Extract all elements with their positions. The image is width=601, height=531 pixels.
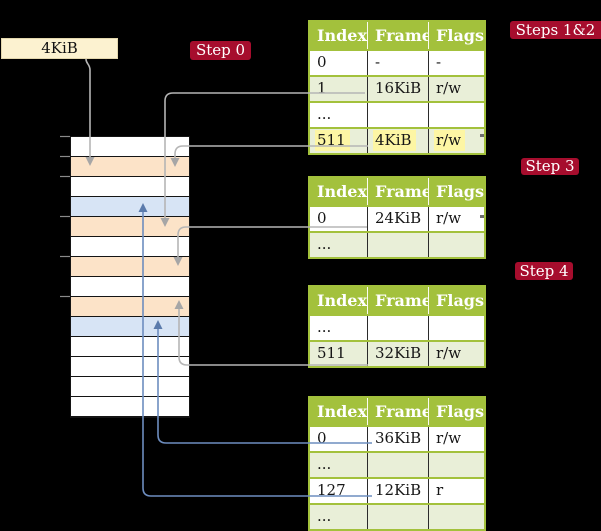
cell-flags: r/w	[436, 344, 462, 362]
cell-frame	[368, 453, 429, 477]
table-body: 0 - - 1 16KiB r/w ... 511 4KiB r/w	[310, 49, 484, 153]
memory-row	[71, 377, 189, 397]
cell-frame	[368, 103, 429, 127]
cell-frame	[368, 505, 429, 529]
column-header-flags: Flags	[436, 291, 484, 310]
column-header-frame: Frame	[368, 398, 429, 425]
column-header-frame: Frame	[368, 178, 429, 205]
badge-step-0: Step 0	[190, 41, 251, 60]
cell-frame: 12KiB	[368, 479, 429, 503]
cell-index: 511	[310, 129, 368, 153]
cell-flags	[429, 453, 484, 477]
column-header-flags: Flags	[436, 182, 484, 201]
table-row: 511 32KiB r/w	[310, 340, 484, 366]
cell-frame: 36KiB	[368, 427, 429, 451]
table-row: ...	[310, 503, 484, 529]
cell-index: 511	[310, 342, 368, 366]
cell-flags	[429, 316, 484, 340]
cell-flags: r/w	[436, 429, 462, 447]
memory-row	[71, 257, 189, 277]
cell-index: ...	[310, 505, 368, 529]
cell-index: ...	[310, 316, 368, 340]
memory-row	[71, 217, 189, 237]
table-row: 0 24KiB r/w	[310, 205, 484, 231]
cell-index: 0	[310, 51, 368, 75]
column-header-index: Index	[310, 178, 368, 205]
page-table-step4: Index Frame Flags ... 511 32KiB r/w	[308, 285, 486, 368]
table-row: 1 16KiB r/w	[310, 75, 484, 101]
memory-row	[71, 337, 189, 357]
table-row: 127 12KiB r	[310, 477, 484, 503]
cell-flags: -	[436, 53, 442, 71]
cell-frame: 16KiB	[368, 77, 429, 101]
cell-index: ...	[310, 233, 368, 257]
page-table-bottom: Index Frame Flags 0 36KiB r/w ... 127 12…	[308, 396, 486, 531]
table-row: ...	[310, 101, 484, 127]
cell-frame: 4KiB	[368, 129, 429, 153]
memory-ticks	[60, 135, 70, 298]
cell-frame	[368, 316, 429, 340]
table-body: 0 24KiB r/w ...	[310, 205, 484, 257]
column-header-index: Index	[310, 22, 368, 49]
table-header-row: Index Frame Flags	[310, 178, 484, 205]
memory-row	[71, 137, 189, 157]
badge-step-3: Step 3	[521, 158, 579, 175]
cell-flags	[429, 233, 484, 257]
table-header-row: Index Frame Flags	[310, 287, 484, 314]
page-table-top: Index Frame Flags 0 - - 1 16KiB r/w ...	[308, 20, 486, 155]
column-header-index: Index	[310, 398, 368, 425]
badge-step-4: Step 4	[515, 262, 573, 280]
memory-row	[71, 157, 189, 177]
cell-frame	[368, 233, 429, 257]
cell-index: 0	[310, 427, 368, 451]
table-row: 0 - -	[310, 49, 484, 75]
cell-index: ...	[310, 453, 368, 477]
memory-row	[71, 397, 189, 417]
memory-row	[71, 317, 189, 337]
page-table-step3: Index Frame Flags 0 24KiB r/w ...	[308, 176, 486, 259]
table-row: 511 4KiB r/w	[310, 127, 484, 153]
column-header-flags: Flags	[436, 26, 484, 45]
table-header-row: Index Frame Flags	[310, 398, 484, 425]
physical-memory-column	[70, 136, 190, 418]
cell-flags: r	[436, 481, 444, 499]
cell-flags: r/w	[436, 209, 462, 227]
table-row: ...	[310, 451, 484, 477]
cell-frame: 32KiB	[368, 342, 429, 366]
cell-flags	[429, 505, 484, 529]
badge-steps-1-2: Steps 1&2	[510, 21, 601, 39]
table-body: ... 511 32KiB r/w	[310, 314, 484, 366]
table-row: ...	[310, 314, 484, 340]
cell-flags: r/w	[429, 129, 484, 153]
memory-row	[71, 357, 189, 377]
memory-row	[71, 277, 189, 297]
table-header-row: Index Frame Flags	[310, 22, 484, 49]
column-header-frame: Frame	[368, 287, 429, 314]
column-header-flags: Flags	[436, 402, 484, 421]
memory-row	[71, 177, 189, 197]
cell-flags: r/w	[436, 79, 462, 97]
table-body: 0 36KiB r/w ... 127 12KiB r ...	[310, 425, 484, 529]
column-header-frame: Frame	[368, 22, 429, 49]
memory-row	[71, 197, 189, 217]
cell-flags	[429, 103, 484, 127]
cell-index: 127	[310, 479, 368, 503]
column-header-index: Index	[310, 287, 368, 314]
memory-row	[71, 297, 189, 317]
size-label-4kib: 4KiB	[1, 38, 118, 59]
cell-index: ...	[310, 103, 368, 127]
table-row: 0 36KiB r/w	[310, 425, 484, 451]
cell-frame: -	[368, 51, 429, 75]
cell-index: 1	[310, 77, 368, 101]
table-row: ...	[310, 231, 484, 257]
cell-frame: 24KiB	[368, 207, 429, 231]
memory-row	[71, 237, 189, 257]
cell-index: 0	[310, 207, 368, 231]
